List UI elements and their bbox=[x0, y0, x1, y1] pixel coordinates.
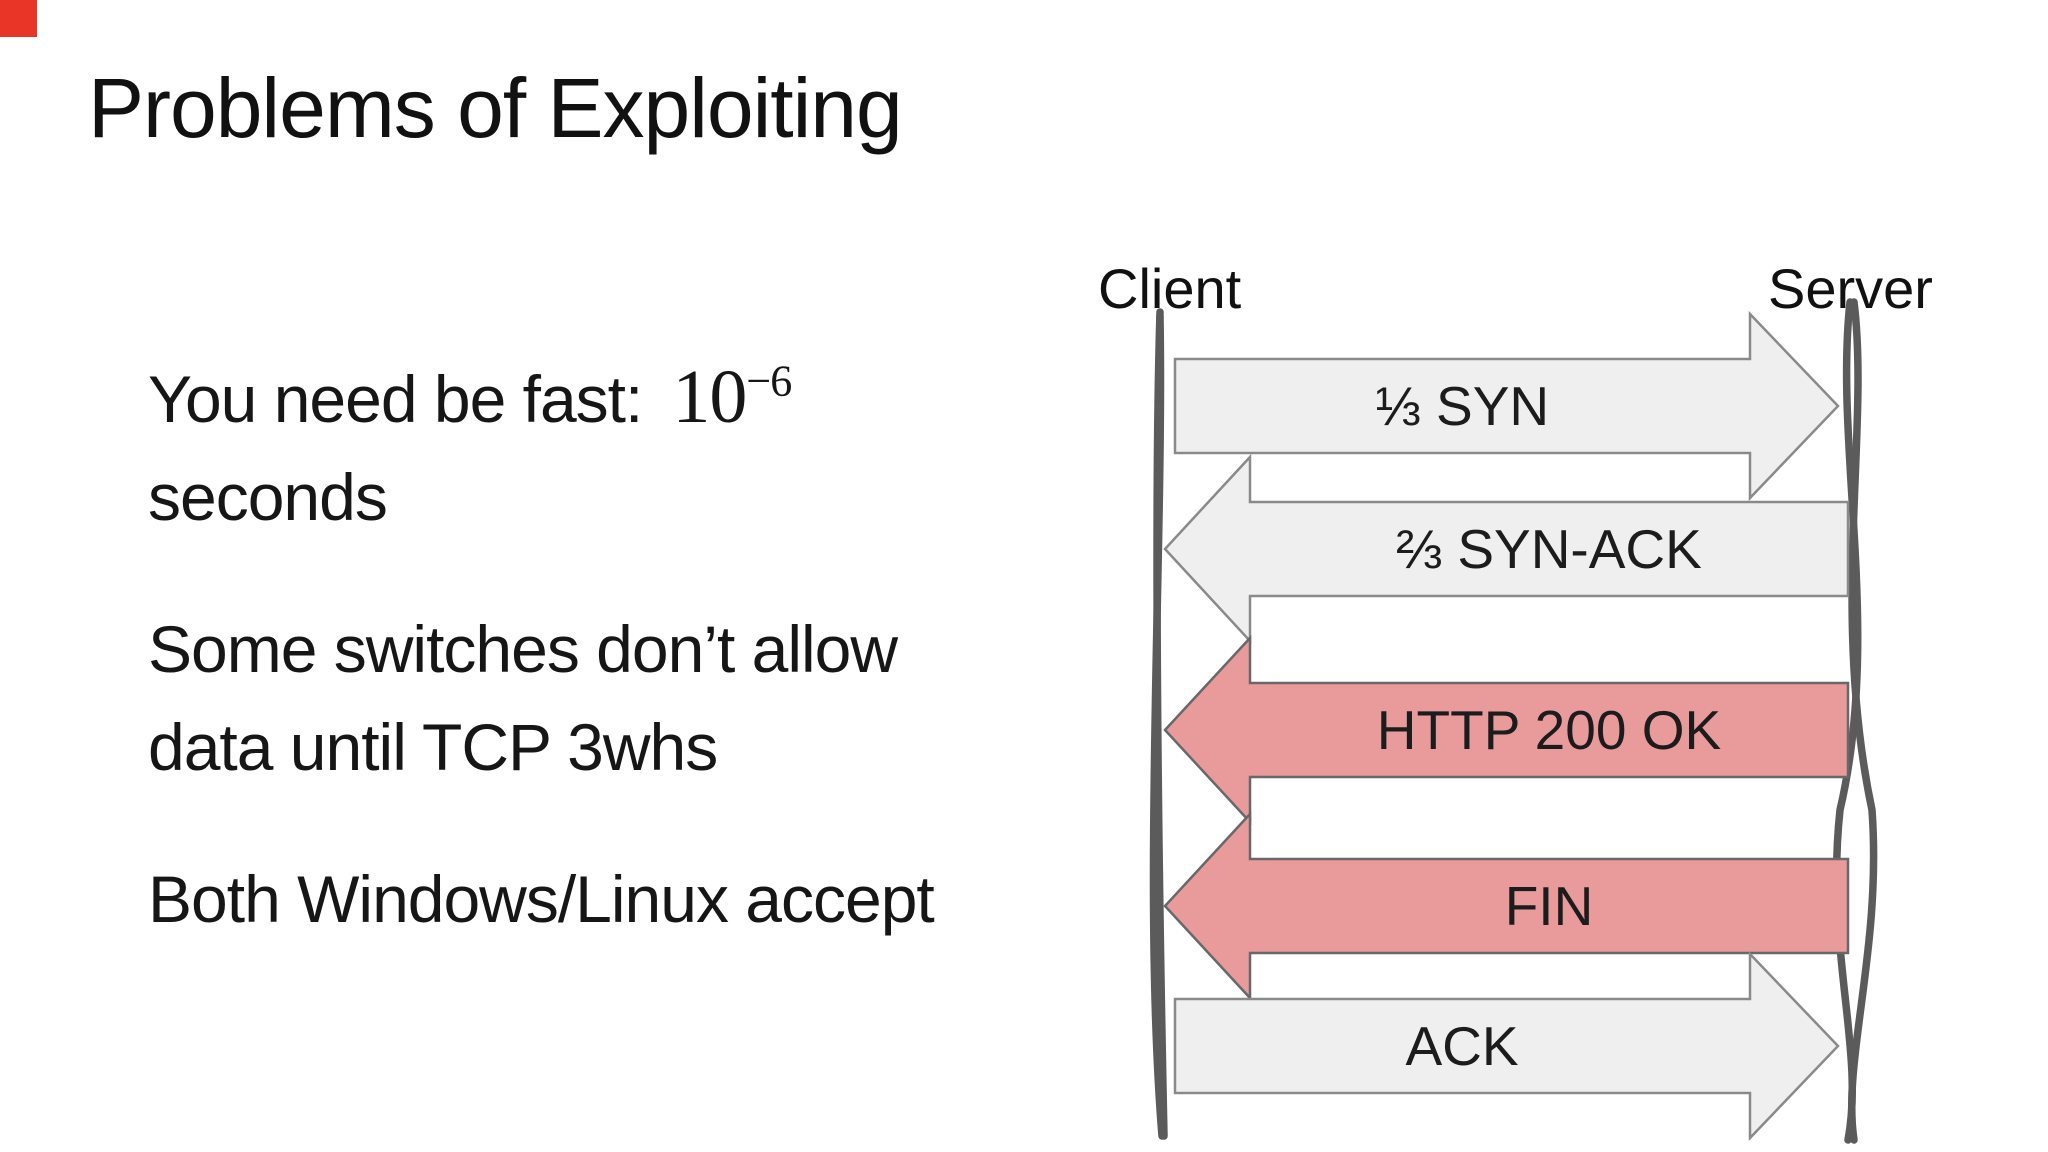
math-expression: 10−6 bbox=[672, 355, 792, 439]
arrow-fin: FIN bbox=[1163, 810, 1850, 1002]
arrow-ack-label: ACK bbox=[1405, 1015, 1518, 1077]
bullet-list: You need be fast: 10−6 seconds Some switc… bbox=[148, 348, 1068, 1002]
arrow-syn: ⅓ SYN bbox=[1173, 310, 1840, 502]
arrow-ack: ACK bbox=[1173, 950, 1840, 1142]
arrow-fin-label: FIN bbox=[1505, 875, 1594, 937]
server-lifeline bbox=[1832, 298, 1878, 1144]
arrow-syn-label: ⅓ SYN bbox=[1375, 375, 1549, 437]
bullet-switches-line2: data until TCP 3whs bbox=[148, 710, 718, 784]
client-label: Client bbox=[1098, 257, 1242, 320]
bullet-switches: Some switches don’t allow data until TCP… bbox=[148, 600, 1068, 796]
arrow-http-200-ok-label: HTTP 200 OK bbox=[1377, 699, 1722, 761]
client-lifeline bbox=[1149, 308, 1168, 1140]
arrow-http-200-ok: HTTP 200 OK bbox=[1163, 634, 1850, 826]
tcp-sequence-diagram: Client Server ⅓ SYN ⅔ SYN-ACK HTTP 200 O… bbox=[1098, 257, 1933, 1144]
slide-title: Problems of Exploiting bbox=[88, 61, 903, 155]
bullet-os-accept-line1: Both Windows/Linux accept bbox=[148, 862, 935, 936]
bullet-speed-text: You need be fast: bbox=[148, 362, 643, 436]
bullet-speed: You need be fast: 10−6 seconds bbox=[148, 348, 1068, 546]
math-exponent: −6 bbox=[746, 356, 792, 406]
bullet-switches-line1: Some switches don’t allow bbox=[148, 612, 898, 686]
bullet-os-accept: Both Windows/Linux accept bbox=[148, 850, 1068, 948]
bullet-speed-text-line2: seconds bbox=[148, 460, 388, 534]
corner-marker bbox=[0, 0, 37, 37]
math-base: 10 bbox=[672, 355, 747, 439]
arrow-syn-ack: ⅔ SYN-ACK bbox=[1163, 453, 1850, 645]
arrow-syn-ack-label: ⅔ SYN-ACK bbox=[1396, 518, 1702, 580]
